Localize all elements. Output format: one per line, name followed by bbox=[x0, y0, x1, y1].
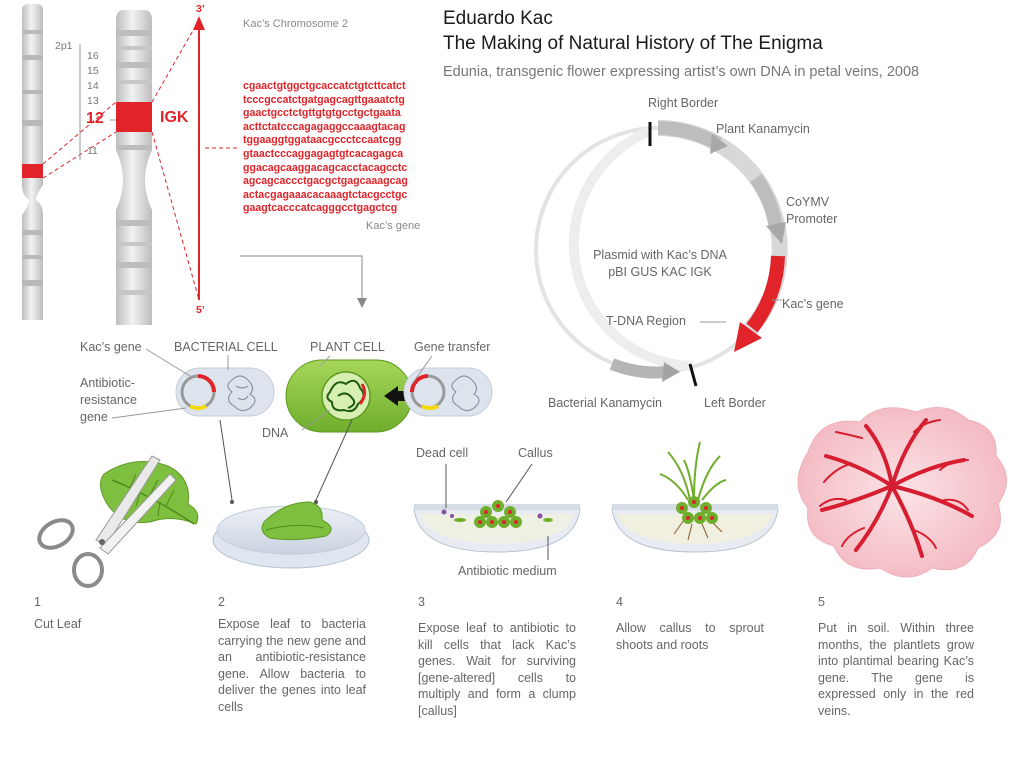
label-plant-cell: PLANT CELL bbox=[310, 340, 385, 354]
step-3-number: 3 bbox=[418, 595, 425, 609]
label-right-border: Right Border bbox=[648, 96, 719, 110]
label-dead-cell: Dead cell bbox=[416, 446, 469, 460]
chromosome-caption: Kac’s Chromosome 2 bbox=[243, 18, 348, 30]
step-1-number: 1 bbox=[34, 595, 41, 609]
sprouting-callus-dish bbox=[611, 441, 779, 553]
label-antibiotic-line1: Antibiotic- bbox=[80, 376, 135, 390]
label-kacs-gene-plasmid: Kac’s gene bbox=[782, 297, 844, 311]
label-antibiotic-line3: gene bbox=[80, 410, 108, 424]
petri-dish-leaf bbox=[212, 501, 370, 569]
chromosome-2-full bbox=[22, 4, 43, 320]
step-4-text: Allow callus to sprout shoots and roots bbox=[616, 621, 764, 652]
strand-end-5: 5’ bbox=[196, 304, 205, 316]
sequence-line: cgaactgtggctgcaccatctgtcttcatct bbox=[243, 80, 406, 92]
label-dna: DNA bbox=[262, 426, 289, 440]
label-tdna-region: T-DNA Region bbox=[606, 314, 686, 328]
igk-band bbox=[116, 102, 152, 132]
band-label-12: 12 bbox=[86, 110, 104, 127]
step-2-number: 2 bbox=[218, 595, 225, 609]
label-gene-transfer: Gene transfer bbox=[414, 340, 491, 354]
band-label-15: 15 bbox=[87, 65, 99, 77]
sequence-line: gtaactcccaggagagtgtcacagagca bbox=[243, 147, 404, 160]
label-plant-kanamycin: Plant Kanamycin bbox=[716, 122, 810, 136]
scissors-and-leaf bbox=[37, 455, 199, 588]
page-title: The Making of Natural History of The Eni… bbox=[443, 33, 823, 54]
label-kacs-gene-cell: Kac’s gene bbox=[80, 340, 142, 354]
kacs-gene-arrow bbox=[734, 322, 762, 352]
sequence-line: gaactgcctctgttgtgtgcctgctgaata bbox=[243, 107, 401, 120]
gene-sequence: cgaactgtggctgcaccatctgtcttcatct tcccgcca… bbox=[243, 80, 458, 216]
label-antibiotic-medium: Antibiotic medium bbox=[458, 564, 557, 578]
label-promoter-line2: Promoter bbox=[786, 212, 838, 226]
band-label-11: 11 bbox=[87, 145, 98, 157]
plasmid-center-line2: pBI GUS KAC IGK bbox=[608, 265, 712, 279]
band-label-13: 13 bbox=[87, 95, 99, 107]
bacterial-cell-transfer bbox=[403, 367, 493, 417]
sequence-line: tcccgccatctgatgagcagttgaaatctg bbox=[243, 93, 405, 106]
band-label-14: 14 bbox=[87, 80, 99, 92]
igk-locus-mark bbox=[22, 164, 43, 178]
bacterial-cell bbox=[175, 367, 275, 417]
sequence-line: ggacagcaaggacagcacctacagcctc bbox=[243, 161, 408, 174]
plant-cell bbox=[285, 359, 413, 433]
band-label-2p1: 2p1 bbox=[55, 40, 73, 52]
label-bacterial-cell: BACTERIAL CELL bbox=[174, 340, 278, 354]
edunia-petal bbox=[797, 407, 1007, 578]
chromosome-2-zoom bbox=[116, 10, 152, 325]
band-label-16: 16 bbox=[87, 50, 99, 62]
step-1-text: Cut Leaf bbox=[34, 617, 82, 631]
gene-caption: Kac’s gene bbox=[366, 220, 421, 232]
sequence-line: gaagtcacccatcagggcctgagctcg bbox=[243, 202, 398, 215]
step-5-text: Put in soil. Within three months, the pl… bbox=[818, 621, 974, 718]
page-subtitle: Edunia, transgenic flower expressing art… bbox=[443, 64, 920, 80]
label-callus: Callus bbox=[518, 446, 553, 460]
callus-dish bbox=[413, 500, 581, 553]
sequence-line: acttctatcccagagaggccaaagtacag bbox=[243, 120, 406, 133]
strand-end-3: 3’ bbox=[196, 3, 205, 15]
label-bacterial-kanamycin: Bacterial Kanamycin bbox=[548, 396, 662, 410]
step-5-number: 5 bbox=[818, 595, 825, 609]
sequence-line: tggaaggtggataacgccctccaatcgg bbox=[243, 134, 402, 147]
gene-symbol: IGK bbox=[160, 109, 189, 126]
step-3-text: Expose leaf to antibiotic to kill cells … bbox=[418, 621, 576, 718]
label-left-border: Left Border bbox=[704, 396, 766, 410]
plasmid-center-line1: Plasmid with Kac’s DNA bbox=[593, 248, 727, 262]
sequence-line: agcagcaccctgacgctgagcaaagcag bbox=[243, 175, 408, 188]
sequence-line: actacgagaaacacaaagtctacgcctgc bbox=[243, 188, 408, 201]
plasmid-diagram bbox=[534, 120, 788, 387]
strand-arrow-head bbox=[193, 16, 205, 30]
step-4-number: 4 bbox=[616, 595, 623, 609]
label-promoter-line1: CoYMV bbox=[786, 195, 830, 209]
artist-name: Eduardo Kac bbox=[443, 8, 553, 29]
left-border-mark bbox=[688, 363, 698, 387]
step-2-text: Expose leaf to bacteria carrying the new… bbox=[218, 617, 366, 714]
label-antibiotic-line2: resistance bbox=[80, 393, 137, 407]
